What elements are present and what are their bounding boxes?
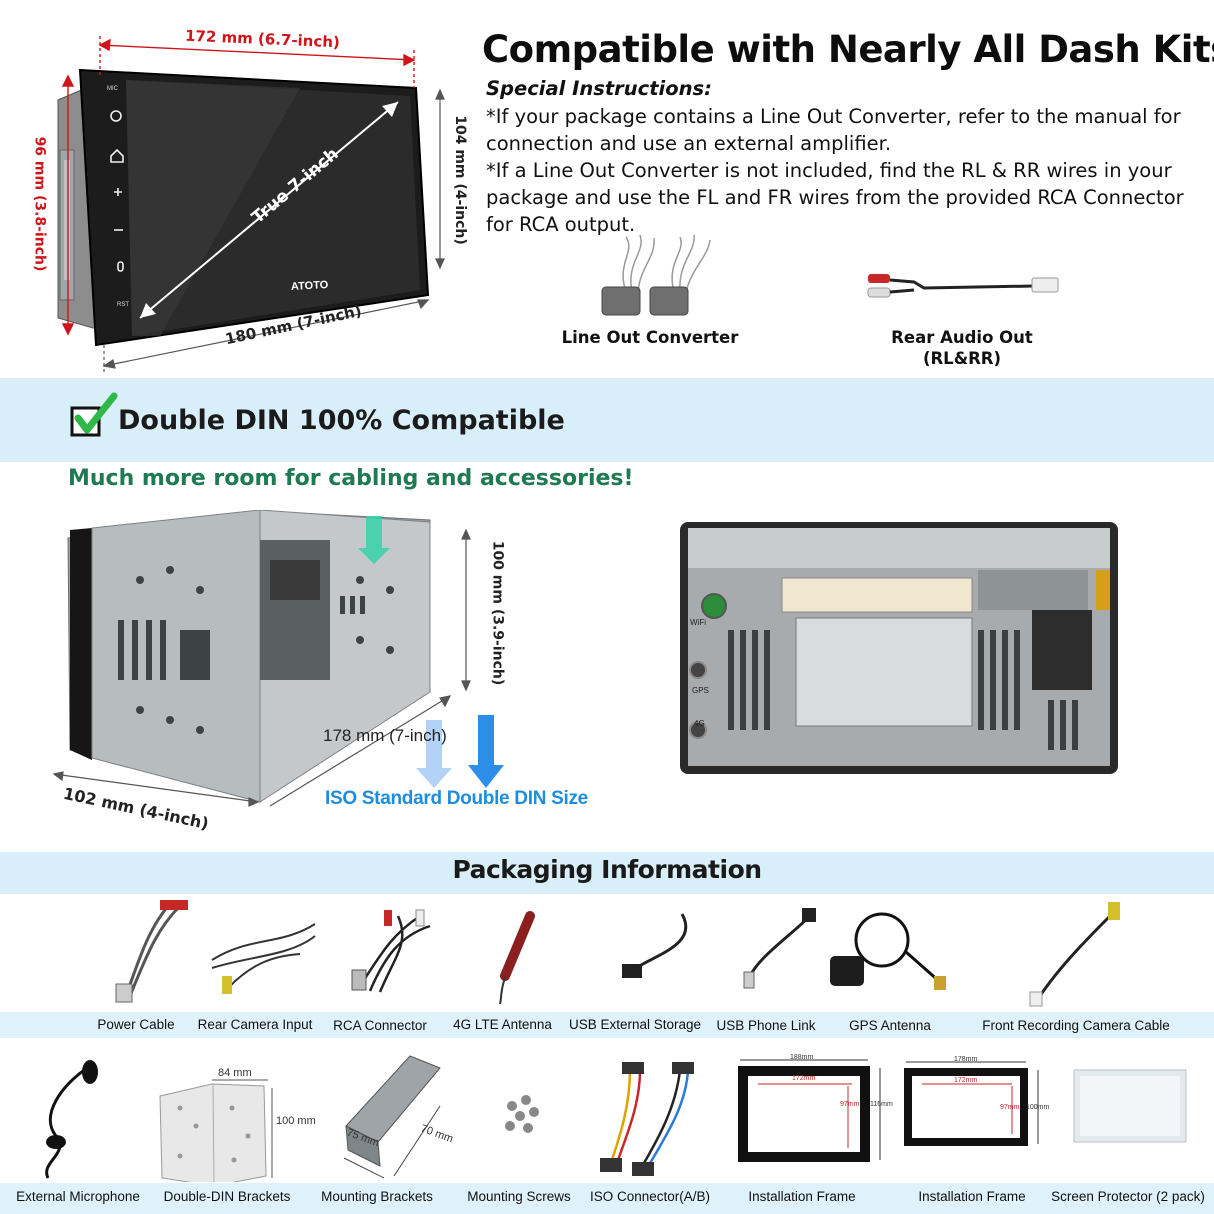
double-din-title: Double DIN 100% Compatible: [118, 405, 565, 436]
frame2-inner-width: 172mm: [954, 1077, 978, 1084]
package-item-power-cable: Power Cable: [97, 1017, 175, 1032]
packaging-band: [0, 852, 1214, 894]
package-item-gps-antenna: GPS Antenna: [849, 1018, 931, 1033]
package-item-usb-external-storage: USB External Storage: [568, 1017, 702, 1032]
frame1-inner-height: 97mm: [840, 1101, 860, 1108]
package-item-double-din-brackets: Double-DIN Brackets: [163, 1189, 291, 1204]
package-item-rear-camera-input: Rear Camera Input: [197, 1017, 313, 1032]
check-mark-drawing: [70, 392, 118, 437]
line-out-converter-drawing: [601, 234, 711, 316]
instruction-line-out: *If your package contains a Line Out Con…: [486, 105, 1181, 155]
rear-panel-drawing: [680, 522, 1118, 774]
package-item-screen-protector: Screen Protector (2 pack): [1051, 1189, 1205, 1204]
frame2-outer-width: 178mm: [954, 1056, 978, 1063]
frame1-outer-width: 188mm: [790, 1054, 814, 1061]
mic-button-label: MIC: [107, 86, 118, 92]
line-out-converter-image: [596, 232, 736, 322]
double-din-chassis-image: [30, 509, 510, 840]
bracket-width-dimension: 84 mm: [218, 1067, 252, 1079]
iso-standard-text: ISO Standard Double DIN Size: [325, 788, 588, 809]
package-row2-illustrations: [0, 1046, 1214, 1187]
package-item-mounting-screws: Mounting Screws: [467, 1189, 571, 1204]
head-unit-illustration: 172 mm (6.7-inch) 96 mm (3.8-inch) 104 m…: [0, 0, 480, 375]
left-height-dimension: 96 mm (3.8-inch): [31, 136, 48, 272]
chassis-depth-dimension: 178 mm (7-inch): [323, 726, 447, 745]
package-row2-label-band: [0, 1183, 1214, 1214]
rear-audio-out-label: Rear Audio Out: [891, 328, 1033, 347]
package-item-external-microphone: External Microphone: [16, 1189, 140, 1204]
brand-logo: ATOTO: [290, 279, 329, 293]
room-for-cabling-text: Much more room for cabling and accessori…: [68, 466, 634, 491]
package-item-installation-frame-2: Installation Frame: [918, 1189, 1026, 1204]
rear-panel-image: [678, 520, 1120, 776]
double-din-band: [0, 378, 1214, 462]
special-instructions-title: Special Instructions:: [486, 77, 712, 100]
package-item-rca-connector: RCA Connector: [333, 1018, 427, 1033]
page-headline: Compatible with Nearly All Dash Kits: [482, 28, 1214, 71]
head-unit-drawing: [57, 36, 445, 372]
packaging-title: Packaging Information: [452, 855, 762, 884]
package-row1-label-band: [0, 1012, 1214, 1038]
rear-audio-out-image: [864, 268, 1064, 308]
bracket-height-dimension: 100 mm: [276, 1115, 316, 1127]
package-row1-illustrations: [0, 896, 1214, 1012]
checkbox-checked-icon: [70, 392, 120, 438]
rear-port-gps: GPS: [692, 686, 709, 695]
line-out-converter-label: Line Out Converter: [561, 328, 739, 347]
right-height-dimension: 104 mm (4-inch): [451, 115, 468, 245]
package-item-installation-frame-1: Installation Frame: [748, 1189, 856, 1204]
chassis-drawing: [52, 509, 504, 807]
frame1-inner-width: 172mm: [792, 1075, 816, 1082]
package-item-iso-connector: ISO Connector(A/B): [589, 1189, 711, 1204]
frame1-outer-height: 116mm: [870, 1101, 893, 1108]
instruction-rca: *If a Line Out Converter is not included…: [486, 159, 1184, 236]
row2-drawing: [45, 1055, 1187, 1187]
rst-button-label: RST: [117, 302, 129, 308]
frame2-inner-height: 97mm: [1000, 1104, 1020, 1111]
chassis-height-dimension: 100 mm (3.9-inch): [489, 540, 506, 686]
frame2-outer-height: 100mm: [1026, 1104, 1050, 1111]
row1-drawing: [115, 900, 1120, 1007]
rear-port-4g: 4G: [694, 719, 705, 728]
rear-port-wifi: WiFi: [690, 618, 706, 627]
package-item-usb-phone-link: USB Phone Link: [716, 1018, 816, 1033]
package-item-4g-lte-antenna: 4G LTE Antenna: [453, 1017, 552, 1032]
rear-audio-out-sublabel: (RL&RR): [922, 349, 1002, 368]
rear-audio-out-drawing: [867, 274, 1059, 298]
package-item-front-recording-camera-cable: Front Recording Camera Cable: [982, 1018, 1170, 1033]
package-item-mounting-brackets: Mounting Brackets: [321, 1189, 433, 1204]
